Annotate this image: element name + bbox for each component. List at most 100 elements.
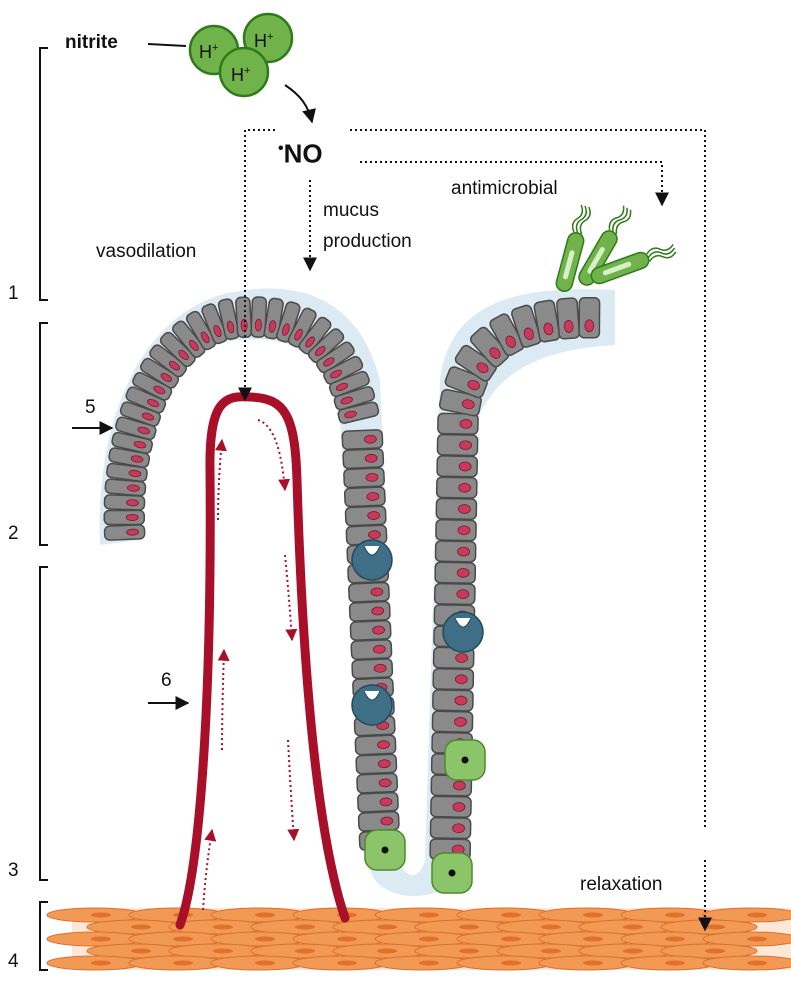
crypt-base-nucleus-1 bbox=[382, 847, 389, 854]
crypt-left-cell bbox=[350, 621, 391, 641]
villus-cell bbox=[104, 525, 145, 541]
muscle-nucleus bbox=[623, 949, 643, 954]
muscle-nucleus bbox=[173, 961, 193, 966]
smooth-muscle-layer bbox=[47, 908, 791, 970]
layer-brackets bbox=[40, 48, 48, 970]
muscle-nucleus bbox=[705, 925, 725, 930]
proton-to-no-arrow bbox=[285, 85, 312, 122]
muscle-nucleus bbox=[747, 937, 767, 942]
cell-nucleus bbox=[366, 473, 378, 481]
marker-5: 5 bbox=[85, 397, 96, 419]
bacteria bbox=[555, 204, 678, 293]
layer-number-2: 2 bbox=[8, 523, 19, 545]
cell-nucleus bbox=[380, 798, 392, 806]
vasodilation-label: vasodilation bbox=[96, 241, 196, 263]
epithelium bbox=[104, 297, 599, 893]
proton-label-1: H+ bbox=[199, 37, 218, 63]
cell-nucleus bbox=[126, 529, 138, 536]
muscle-nucleus bbox=[377, 925, 397, 930]
cell-nucleus bbox=[371, 588, 383, 596]
cell-nucleus bbox=[459, 441, 471, 450]
muscle-nucleus bbox=[501, 961, 521, 966]
proton-label-2: H+ bbox=[254, 26, 273, 52]
villus-cell bbox=[236, 297, 252, 338]
cell-nucleus bbox=[585, 320, 594, 332]
crypt-right-cell bbox=[430, 818, 470, 839]
blood-capillary bbox=[180, 397, 345, 925]
crypt-left-cell bbox=[355, 735, 396, 755]
cell-nucleus bbox=[456, 653, 468, 662]
muscle-nucleus bbox=[583, 913, 603, 918]
crypt-left-cell bbox=[352, 659, 393, 679]
crypt-right-cell bbox=[433, 690, 473, 711]
crypt-left-cell bbox=[358, 811, 399, 831]
muscle-nucleus bbox=[91, 913, 111, 918]
cell-nucleus bbox=[374, 664, 386, 672]
cell-nucleus bbox=[455, 696, 467, 705]
muscle-nucleus bbox=[131, 925, 151, 930]
crypt-right-cell bbox=[431, 796, 471, 817]
muscle-nucleus bbox=[377, 949, 397, 954]
cell-nucleus bbox=[126, 499, 138, 506]
muscle-nucleus bbox=[337, 937, 357, 942]
crypt-left-cell bbox=[349, 582, 390, 602]
crypt-left-cell bbox=[351, 640, 392, 660]
crypt-right-cell bbox=[557, 298, 580, 339]
cell-nucleus bbox=[458, 526, 470, 535]
cell-nucleus bbox=[377, 740, 389, 748]
muscle-nucleus bbox=[173, 937, 193, 942]
muscle-nucleus bbox=[665, 961, 685, 966]
proton-label-3: H+ bbox=[231, 60, 250, 86]
cell-body bbox=[557, 298, 580, 339]
muscle-nucleus bbox=[213, 949, 233, 954]
crypt-left-cell bbox=[358, 792, 399, 812]
muscle-nucleus bbox=[131, 949, 151, 954]
layer-number-3: 3 bbox=[8, 860, 19, 882]
villus-cell bbox=[104, 495, 145, 511]
no-text: NO bbox=[284, 139, 323, 169]
cell-nucleus bbox=[452, 824, 464, 833]
cell-nucleus bbox=[453, 781, 465, 790]
nitrite-connector bbox=[148, 44, 186, 46]
layer-number-4: 4 bbox=[8, 951, 19, 973]
antimicrobial-label: antimicrobial bbox=[451, 178, 558, 200]
muscle-nucleus bbox=[541, 949, 561, 954]
crypt-left-cell bbox=[344, 487, 385, 507]
muscle-nucleus bbox=[501, 913, 521, 918]
muscle-nucleus bbox=[583, 937, 603, 942]
cell-nucleus bbox=[367, 492, 379, 500]
muscle-nucleus bbox=[295, 949, 315, 954]
cell-nucleus bbox=[454, 717, 466, 726]
muscle-nucleus bbox=[419, 937, 439, 942]
cell-nucleus bbox=[365, 454, 377, 462]
muscle-nucleus bbox=[295, 925, 315, 930]
cell-nucleus bbox=[255, 319, 262, 331]
crypt-left-cell bbox=[357, 773, 398, 793]
relaxation-label: relaxation bbox=[580, 874, 662, 896]
crypt-left-cell bbox=[344, 468, 385, 488]
muscle-nucleus bbox=[255, 937, 275, 942]
crypt-right-cell bbox=[435, 562, 475, 583]
cell-nucleus bbox=[364, 435, 376, 443]
muscle-nucleus bbox=[665, 913, 685, 918]
layer-number-1: 1 bbox=[8, 283, 19, 305]
cell-nucleus bbox=[378, 760, 390, 768]
crypt-base-nucleus-3 bbox=[462, 757, 469, 764]
muscle-nucleus bbox=[747, 913, 767, 918]
cell-nucleus bbox=[373, 645, 385, 653]
crypt-right-cell bbox=[436, 520, 476, 541]
cell-nucleus bbox=[459, 483, 471, 492]
cell-nucleus bbox=[455, 675, 467, 684]
crypt-right-cell bbox=[436, 498, 476, 519]
cell-nucleus bbox=[457, 568, 469, 577]
muscle-nucleus bbox=[255, 913, 275, 918]
crypt-left-cell bbox=[343, 449, 384, 469]
muscle-nucleus bbox=[91, 961, 111, 966]
crypt-left-cell bbox=[349, 601, 390, 621]
crypt-right-cell bbox=[438, 413, 478, 434]
cell-nucleus bbox=[458, 547, 470, 556]
crypt-right-cell bbox=[433, 669, 473, 690]
muscle-nucleus bbox=[213, 925, 233, 930]
cell-nucleus bbox=[368, 530, 380, 538]
